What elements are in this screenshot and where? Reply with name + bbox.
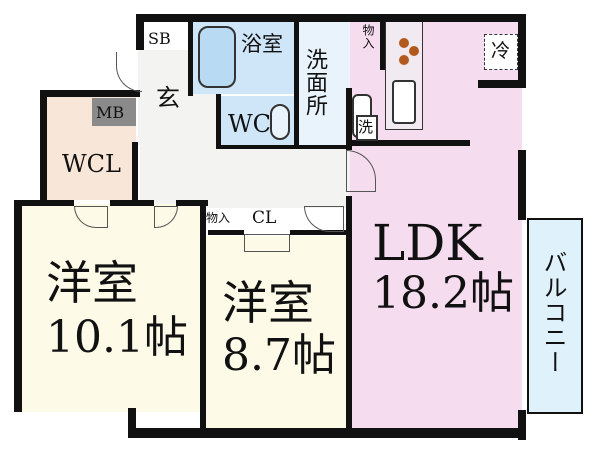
- mb-label: MB: [96, 103, 125, 122]
- wall: [294, 20, 299, 148]
- hallway: [140, 140, 350, 208]
- washer-label: 洗: [358, 118, 374, 136]
- west-bedroom: [20, 204, 202, 412]
- wc-label: WC: [228, 110, 272, 138]
- wall: [132, 142, 138, 202]
- door-swing: [304, 206, 344, 232]
- fridge-icon: [484, 34, 518, 70]
- washroom-label: 洗面所: [302, 48, 327, 117]
- bath-label: 浴室: [241, 32, 283, 56]
- center-room-size: 8.7帖: [222, 330, 336, 381]
- wall: [176, 200, 208, 206]
- wall: [216, 145, 346, 149]
- closet-label: CL: [252, 208, 277, 228]
- mb-box: [92, 98, 136, 126]
- wall: [346, 88, 352, 150]
- west-room-label: 洋室: [46, 256, 138, 310]
- wall: [128, 408, 136, 438]
- wall: [518, 14, 526, 88]
- balcony-area: [527, 218, 583, 414]
- fridge-label: 冷: [491, 40, 511, 62]
- wall: [136, 14, 518, 22]
- wall: [478, 80, 526, 88]
- wall: [518, 410, 526, 440]
- washroom-room: [298, 20, 350, 148]
- wall: [352, 140, 470, 146]
- wcl-label: WCL: [62, 150, 121, 178]
- sb-label: SB: [148, 29, 171, 48]
- wall: [136, 14, 144, 50]
- wall: [518, 150, 526, 220]
- stove-burner-icon: [399, 55, 409, 65]
- wall: [216, 94, 221, 148]
- wall: [200, 204, 206, 436]
- wall: [346, 196, 352, 436]
- storage-mid-label: 物入: [206, 211, 231, 225]
- wall: [128, 428, 520, 438]
- ldk-room: [350, 20, 522, 432]
- wall: [208, 230, 244, 235]
- washer-icon: [356, 115, 378, 141]
- center-room-label: 洋室: [222, 276, 314, 330]
- wall: [40, 90, 47, 204]
- door-swing: [244, 234, 290, 252]
- stove-burner-icon: [399, 38, 409, 48]
- wall: [188, 20, 193, 96]
- wall: [290, 230, 348, 235]
- ldk-label: LDK: [372, 214, 483, 272]
- wall: [380, 20, 385, 70]
- wall: [14, 200, 22, 412]
- center-bedroom: [205, 236, 348, 432]
- wall: [110, 200, 154, 206]
- kitchen-sink-icon: [392, 80, 416, 124]
- entrance-label: 玄: [156, 84, 180, 112]
- ldk-size: 18.2帖: [372, 268, 514, 319]
- entrance-door: [116, 52, 142, 92]
- stove-burner-icon: [409, 46, 419, 56]
- balcony-label: バルコニー: [539, 250, 567, 375]
- bathtub-icon: [198, 26, 236, 88]
- toilet-icon: [270, 104, 290, 140]
- west-room-size: 10.1帖: [46, 312, 188, 363]
- wall: [14, 200, 74, 206]
- storage-top-label: 物入: [361, 24, 375, 50]
- wall: [40, 90, 140, 97]
